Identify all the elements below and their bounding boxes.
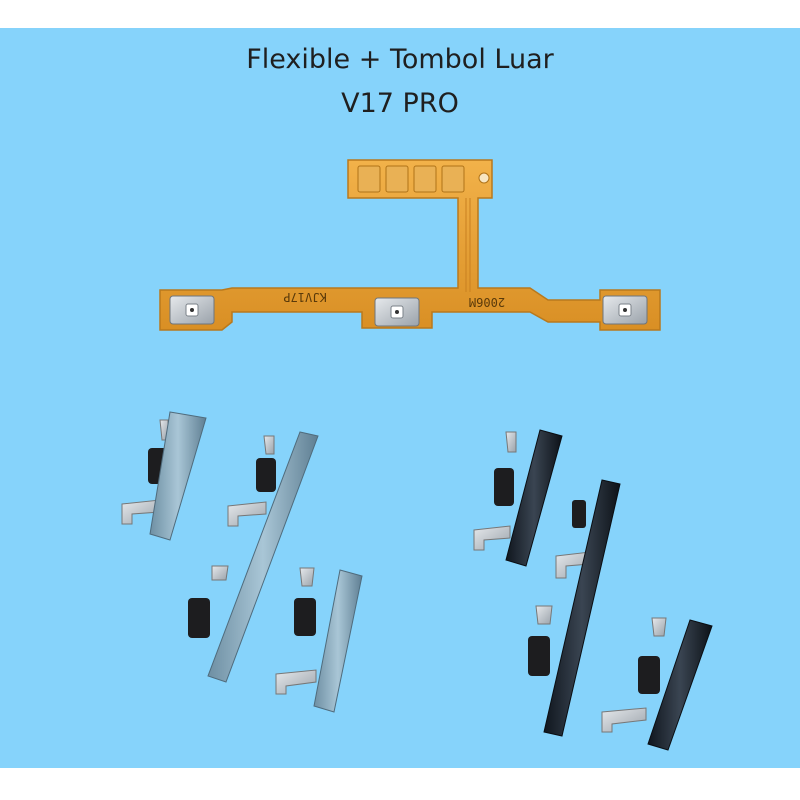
flex-cable: KJV17P 2006M (159, 159, 661, 331)
contact-pad (357, 165, 381, 193)
title-line-1: Flexible + Tombol Luar (246, 44, 554, 75)
side-button-short (473, 429, 563, 567)
tactile-switch (169, 295, 215, 325)
title-line-2: V17 PRO (341, 88, 459, 119)
side-button-long (188, 431, 319, 683)
flex-marking-right: 2006M (469, 295, 505, 309)
side-button-medium (601, 617, 713, 751)
button-set-dark (473, 429, 713, 751)
side-button-medium (275, 567, 363, 713)
flex-marking-left: KJV17P (283, 290, 326, 304)
button-set-light (121, 411, 363, 713)
contact-pad (413, 165, 437, 193)
side-button-long (528, 479, 621, 737)
product-photo-background (0, 28, 800, 768)
contact-pad (385, 165, 409, 193)
mounting-hole (478, 172, 490, 184)
contact-pad (441, 165, 465, 193)
side-button-short (121, 411, 207, 541)
tactile-switch (602, 295, 648, 325)
tactile-switch (374, 297, 420, 327)
